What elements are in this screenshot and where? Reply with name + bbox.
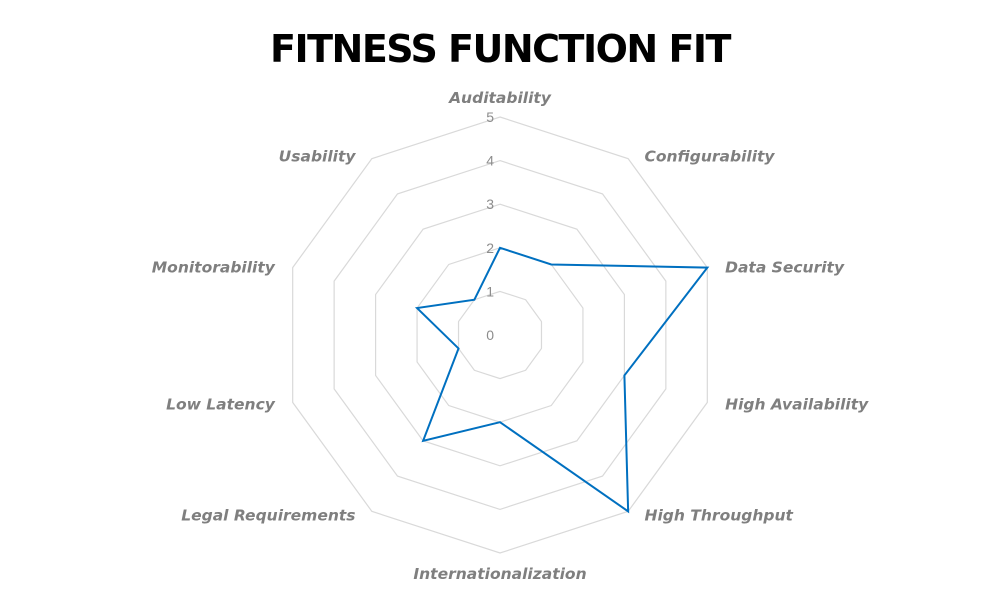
tick-label-4: 4 [486,153,494,169]
axis-label-high-throughput: High Throughput [645,507,794,525]
grid-ring-4 [333,159,667,511]
tick-label-0: 0 [486,327,494,343]
series-line-0 [414,246,710,514]
grid [292,116,708,554]
series [414,246,710,514]
grid-ring-5 [292,116,708,554]
tick-label-5: 5 [486,109,494,125]
tick-label-2: 2 [486,240,494,256]
tick-labels: 0 1 2 3 4 5 [486,109,494,343]
axis-label-internationalization: Internationalization [413,565,586,583]
tick-label-3: 3 [486,196,494,212]
grid-ring-3 [375,203,626,467]
grid-ring-2 [416,247,584,423]
axis-label-data-security: Data Security [725,258,845,276]
axis-label-high-availability: High Availability [725,396,869,414]
axis-label-low-latency: Low Latency [166,396,276,414]
grid-ring-1 [457,290,543,380]
axis-label-legal-requirements: Legal Requirements [181,507,355,525]
tick-label-1: 1 [486,283,494,299]
axis-label-configurability: Configurability [645,147,776,165]
axis-label-usability: Usability [279,147,357,165]
axis-label-monitorability: Monitorability [152,258,276,276]
axis-label-auditability: Auditability [448,89,552,107]
chart-title: FITNESS FUNCTION FIT [270,27,732,71]
